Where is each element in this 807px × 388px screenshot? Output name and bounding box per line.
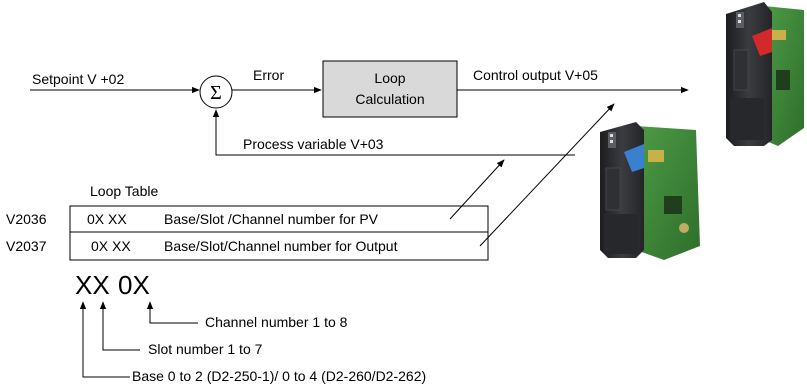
loop-table-title: Loop Table — [90, 183, 158, 199]
output-module-image — [726, 2, 804, 146]
input-module-connector — [679, 223, 689, 233]
process-variable-label: Process variable V+03 — [243, 136, 384, 152]
input-module-terminal-cover — [605, 167, 621, 211]
input-module-pcb — [636, 126, 700, 260]
row-1-value: 0X XX — [87, 211, 127, 227]
loop-table-row-1 — [69, 205, 489, 233]
output-module-component — [776, 70, 790, 90]
row-2-address: V2037 — [6, 238, 47, 254]
input-module-component — [664, 196, 682, 214]
slot-leader — [99, 301, 140, 351]
base-label: Base 0 to 2 (D2-250-1)/ 0 to 4 (D2-260/D… — [132, 368, 426, 384]
output-module-lower-body — [730, 98, 764, 140]
sum-symbol: Σ — [210, 82, 222, 104]
output-module-led — [738, 20, 741, 23]
loop-table-row-2 — [69, 231, 489, 261]
output-module-accent — [752, 28, 772, 56]
error-label: Error — [253, 67, 284, 83]
code-part-1: XX — [75, 270, 110, 300]
feedback-arrow — [212, 109, 575, 156]
output-module-terminal-cover — [733, 49, 749, 91]
output-module-chip — [770, 30, 786, 40]
setpoint-label: Setpoint V +02 — [32, 71, 124, 87]
summing-junction — [199, 75, 233, 109]
row-2-description: Base/Slot/Channel number for Output — [164, 238, 398, 254]
format-legend: XX 0X Channel number 1 to 8 Slot number … — [75, 270, 426, 384]
loop-calculation-box — [322, 60, 458, 118]
channel-leader — [146, 301, 198, 324]
input-module-chip — [648, 150, 664, 162]
pv-link-arrow — [449, 159, 505, 220]
slot-label: Slot number 1 to 7 — [148, 341, 263, 357]
loop-calc-line1: Loop — [374, 70, 405, 86]
output-module-led — [738, 14, 741, 17]
input-module-led — [610, 134, 613, 137]
code-part-2: 0X — [118, 270, 150, 300]
input-module-led — [610, 140, 613, 143]
control-loop: Setpoint V +02 Σ Error Loop Calculation … — [30, 60, 689, 156]
row-1-description: Base/Slot /Channel number for PV — [164, 211, 379, 227]
input-module-image — [600, 122, 700, 260]
row-2-value: 0X XX — [91, 238, 131, 254]
output-link-arrow — [479, 103, 615, 247]
base-leader — [79, 301, 130, 378]
loop-calc-line2: Calculation — [355, 91, 424, 107]
control-output-label: Control output V+05 — [473, 67, 598, 83]
input-module-accent — [624, 144, 644, 172]
loop-table: Loop Table V2036 0X XX Base/Slot /Channe… — [6, 103, 615, 261]
row-1-address: V2036 — [6, 211, 47, 227]
channel-label: Channel number 1 to 8 — [205, 314, 348, 330]
input-module-lower-body — [604, 214, 638, 254]
